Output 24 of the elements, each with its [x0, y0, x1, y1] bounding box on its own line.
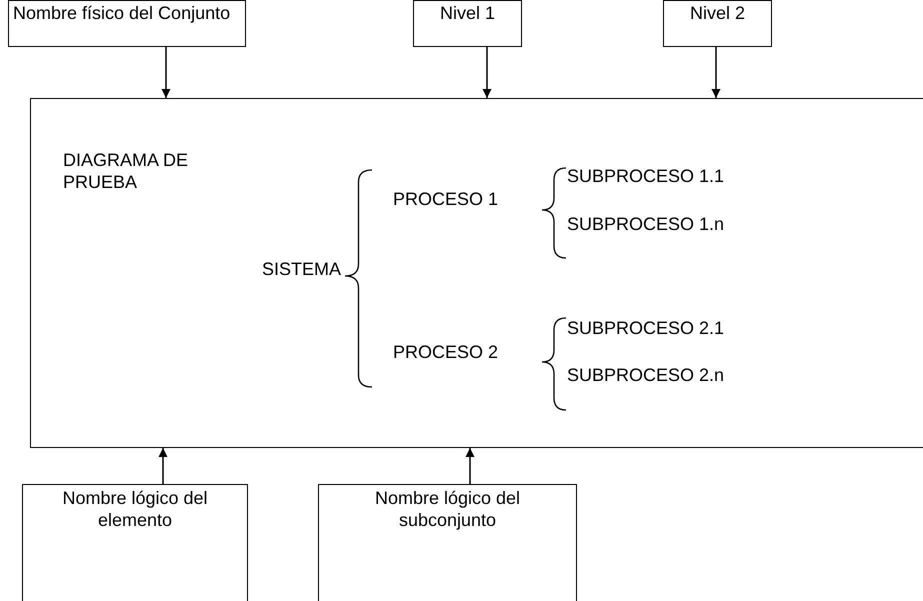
arrow: [162, 47, 170, 98]
process-box: [8, 0, 246, 47]
arrow: [158, 448, 168, 484]
text-label: PROCESO 2: [393, 341, 498, 363]
text-label: SUBPROCESO 2.1: [567, 317, 724, 339]
process-box: [663, 0, 772, 47]
process-box: [30, 98, 923, 448]
text-label: SUBPROCESO 2.n: [567, 364, 724, 386]
arrow: [482, 47, 492, 98]
process-box: [318, 484, 577, 601]
box-label: Nombre lógico del subconjunto: [374, 487, 522, 531]
box-heading: DIAGRAMA DE PRUEBA: [63, 149, 190, 193]
arrow: [466, 448, 474, 484]
box-label: Nivel 1: [438, 2, 496, 24]
box-label: Nombre lógico del elemento: [61, 487, 209, 531]
text-label: SUBPROCESO 1.n: [567, 213, 724, 235]
process-box: [22, 484, 248, 601]
text-label: SUBPROCESO 1.1: [567, 165, 724, 187]
box-label: Nombre físico del Conjunto: [13, 2, 232, 24]
text-label: PROCESO 1: [393, 188, 498, 210]
text-label: SISTEMA: [262, 258, 342, 280]
arrow: [712, 47, 720, 98]
box-label: Nivel 2: [688, 2, 746, 24]
process-box: [413, 0, 522, 47]
